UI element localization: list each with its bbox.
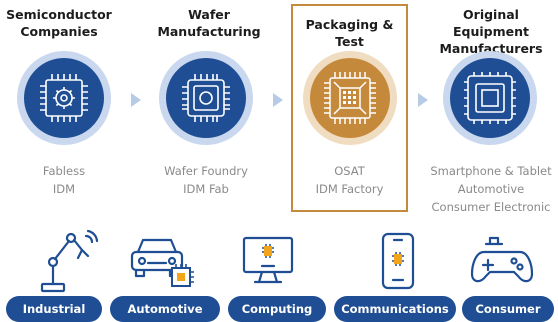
stage-desc-line: Smartphone & Tablet xyxy=(430,164,552,178)
stage-title-packaging: Packaging & Test xyxy=(291,16,408,50)
stage-desc-line: IDM Fab xyxy=(183,182,229,196)
stage-desc-line: OSAT xyxy=(334,164,365,178)
car-chip-icon xyxy=(130,238,194,287)
industry-pill-communications: Communications xyxy=(334,296,456,322)
stage-title-semiconductor: Semiconductor Companies xyxy=(0,6,118,40)
highlight-box-packaging xyxy=(291,4,408,212)
chevron-right-icon xyxy=(131,93,141,107)
stage-desc-line: Fabless xyxy=(42,164,86,178)
stage-desc-wafer: Wafer Foundry IDM Fab xyxy=(146,162,266,198)
stage-title-line: Manufacturers xyxy=(439,41,543,56)
stage-desc-oem: Smartphone & Tablet Automotive Consumer … xyxy=(424,162,558,216)
industry-pill-consumer: Consumer xyxy=(462,296,554,322)
stage-title-line: Wafer xyxy=(188,7,230,22)
industry-pill-industrial: Industrial xyxy=(6,296,102,322)
stage-desc-line: Consumer Electronic xyxy=(431,200,551,214)
stage-desc-line: Automotive xyxy=(457,182,525,196)
industry-pill-automotive: Automotive xyxy=(110,296,220,322)
chevron-right-icon xyxy=(418,93,428,107)
stage-title-line: Semiconductor xyxy=(6,7,112,22)
stage-desc-semiconductor: Fabless IDM xyxy=(0,162,128,198)
monitor-chip-icon xyxy=(242,236,294,284)
stage-title-line: Manufacturing xyxy=(157,24,261,39)
stage-title-wafer: Wafer Manufacturing xyxy=(150,6,268,40)
packaged-chip-icon xyxy=(302,50,398,146)
stage-desc-line: Wafer Foundry xyxy=(164,164,248,178)
robot-arm-icon xyxy=(40,229,99,293)
device-chip-icon xyxy=(442,50,538,146)
cpu-gear-icon xyxy=(16,50,112,146)
stage-title-line: Original Equipment xyxy=(453,7,529,39)
stage-desc-packaging: OSAT IDM Factory xyxy=(291,162,408,198)
industry-pill-computing: Computing xyxy=(228,296,326,322)
wafer-chip-icon xyxy=(158,50,254,146)
chevron-right-icon xyxy=(273,93,283,107)
stage-title-line: Companies xyxy=(20,24,98,39)
stage-title-oem: Original Equipment Manufacturers xyxy=(424,6,558,57)
stage-title-line: Packaging & Test xyxy=(305,17,394,49)
phone-chip-icon xyxy=(381,232,415,290)
stage-desc-line: IDM xyxy=(52,182,76,196)
stage-desc-line: IDM Factory xyxy=(315,182,384,196)
gamepad-icon xyxy=(470,236,534,283)
